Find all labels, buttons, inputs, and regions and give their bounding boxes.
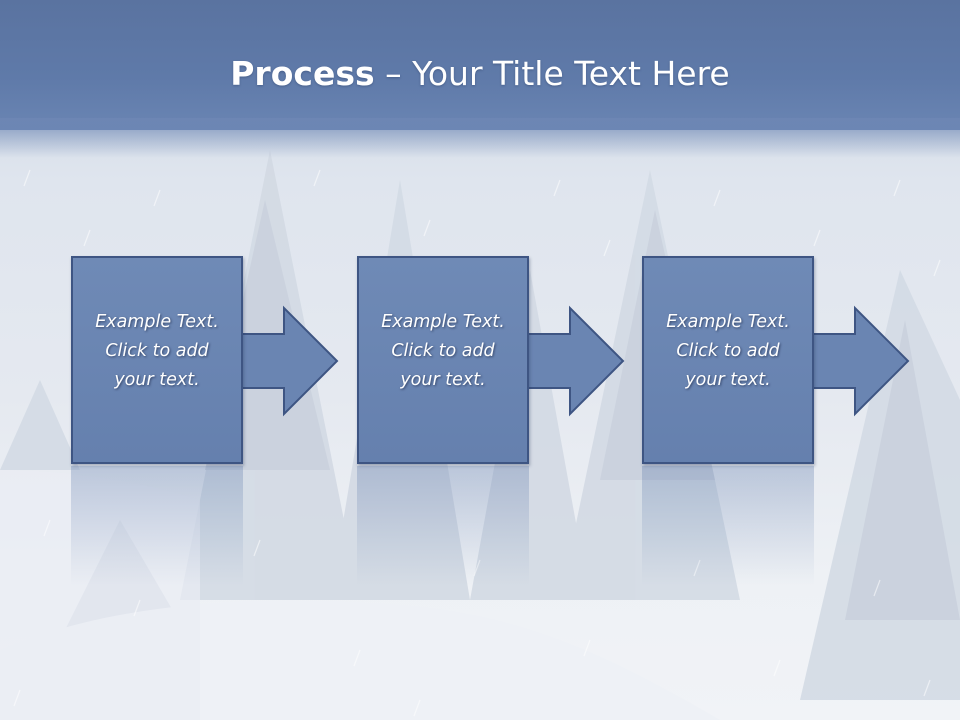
step-line: your text.	[400, 370, 486, 390]
step-line: Click to add	[391, 341, 495, 361]
step-box	[357, 256, 529, 464]
step-text[interactable]: Example Text. Click to add your text.	[642, 308, 814, 395]
step-line: your text.	[114, 370, 200, 390]
right-arrow-icon	[524, 305, 625, 417]
step-line: your text.	[685, 370, 771, 390]
title-bold: Process	[230, 54, 375, 93]
step-reflection	[71, 466, 243, 586]
title-band-fade	[0, 118, 960, 158]
process-step-1[interactable]: Example Text. Click to add your text.	[71, 256, 341, 586]
step-reflection	[357, 466, 529, 586]
step-text[interactable]: Example Text. Click to add your text.	[357, 308, 529, 395]
step-line: Example Text.	[381, 312, 505, 332]
right-arrow-icon	[809, 305, 910, 417]
title-band	[0, 0, 960, 130]
process-step-2[interactable]: Example Text. Click to add your text.	[357, 256, 627, 586]
step-text[interactable]: Example Text. Click to add your text.	[71, 308, 243, 395]
step-reflection	[642, 466, 814, 586]
title-rest: – Your Title Text Here	[374, 54, 730, 93]
process-step-3[interactable]: Example Text. Click to add your text.	[642, 256, 912, 586]
step-box	[71, 256, 243, 464]
step-box	[642, 256, 814, 464]
right-arrow-icon	[238, 305, 339, 417]
step-line: Example Text.	[666, 312, 790, 332]
slide-title[interactable]: Process – Your Title Text Here	[0, 52, 960, 96]
step-line: Example Text.	[95, 312, 219, 332]
step-line: Click to add	[105, 341, 209, 361]
step-line: Click to add	[676, 341, 780, 361]
